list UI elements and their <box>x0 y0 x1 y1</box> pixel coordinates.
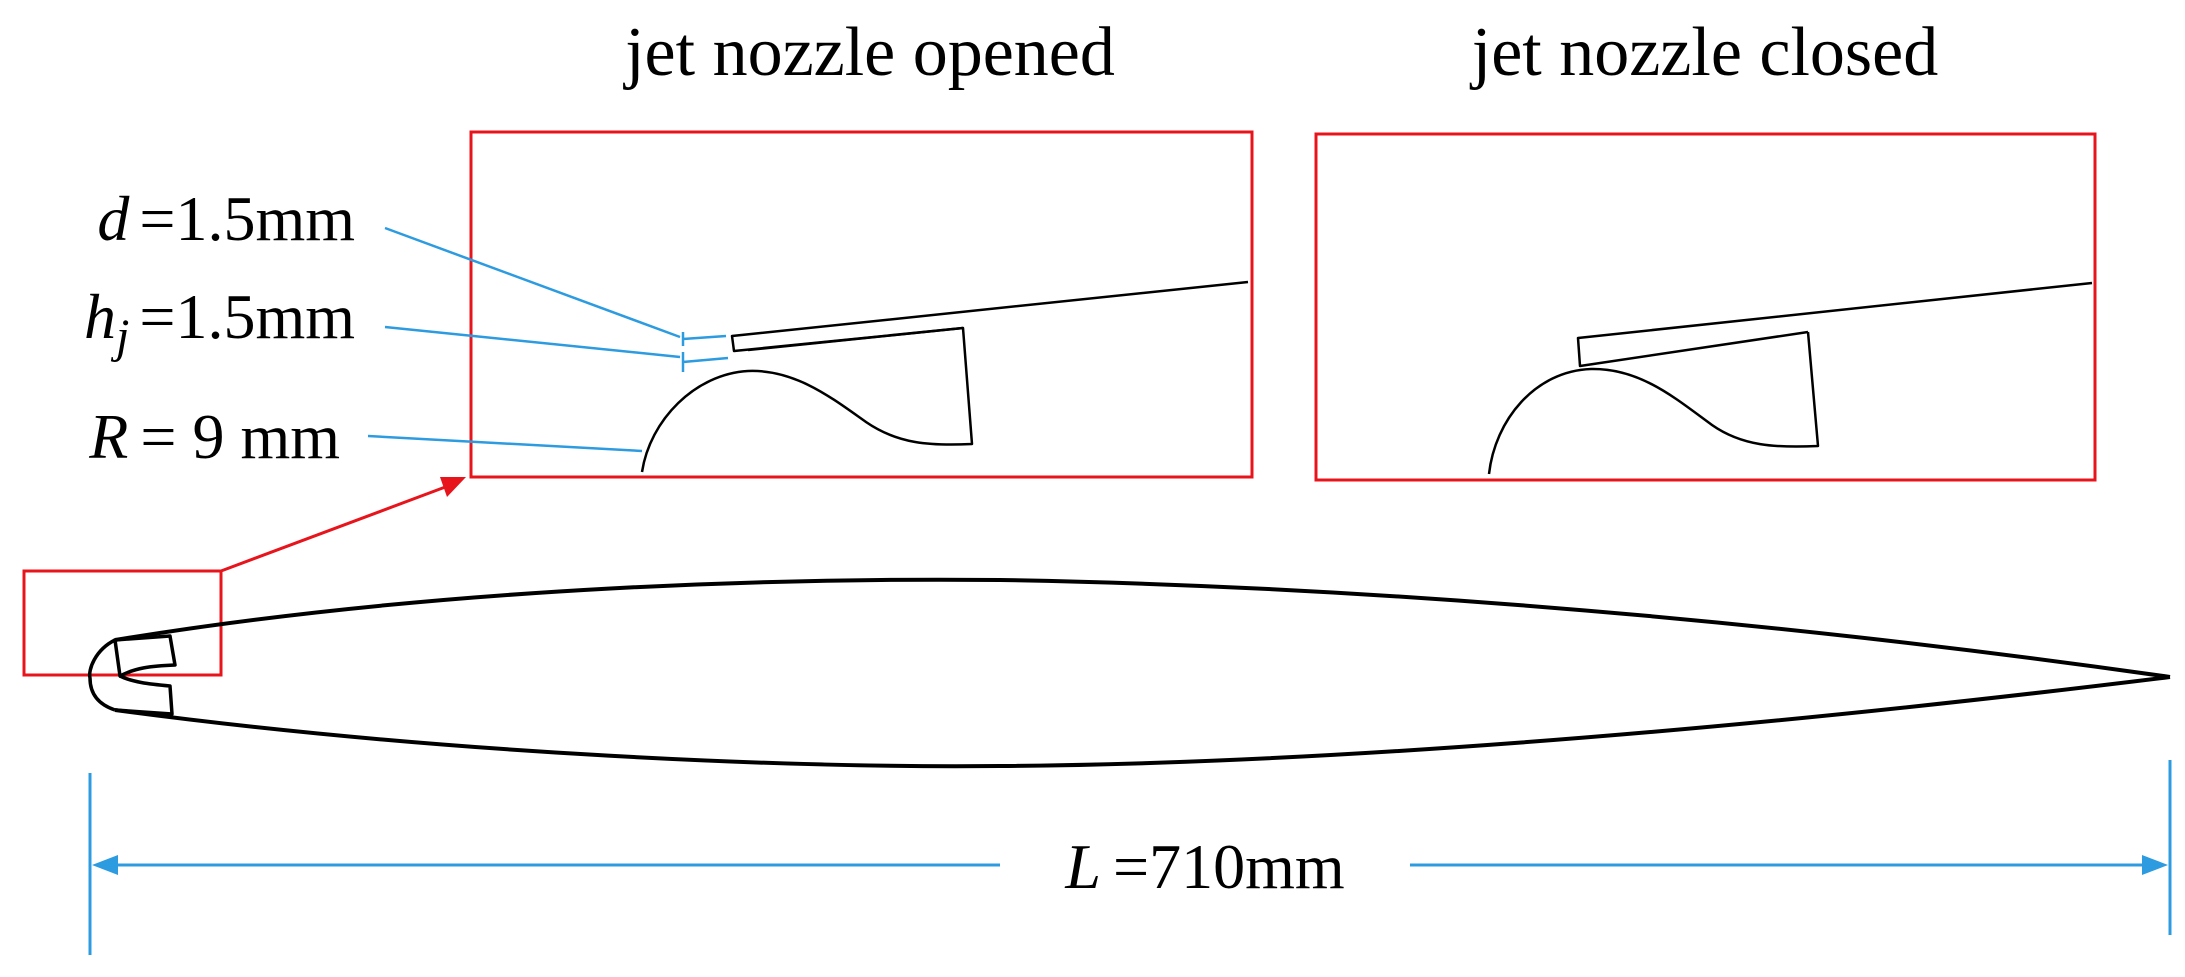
leading-edge-upper-cavity <box>113 634 177 678</box>
gap-marker-hj <box>681 352 729 372</box>
nozzle-closed-geometry <box>1487 281 2093 475</box>
foil-leading-edge <box>87 634 177 716</box>
callout-arrow-line <box>220 484 449 573</box>
label-L: L=710mm <box>1064 831 1344 902</box>
leader-R <box>367 434 643 453</box>
label-d-symbol: d <box>97 183 130 254</box>
foil-lower-surface <box>114 675 2171 769</box>
coanda-surface-closed <box>1487 331 1820 475</box>
gap-marker-d <box>681 332 727 346</box>
callout-arrowhead <box>440 477 466 497</box>
label-L-symbol: L <box>1064 831 1101 902</box>
title-opened: jet nozzle opened <box>622 14 1115 91</box>
label-d-value: =1.5mm <box>139 183 355 254</box>
nozzle-opened-geometry <box>640 280 1249 473</box>
label-R: R= 9 mm <box>88 401 340 472</box>
upper-jet-wall-closed <box>1576 281 2093 368</box>
label-L-value: =710mm <box>1113 831 1345 902</box>
label-hj: hj=1.5mm <box>84 281 355 363</box>
upper-jet-wall-opened <box>730 280 1249 353</box>
leader-d <box>384 226 681 339</box>
detail-box-closed <box>1314 132 2097 482</box>
title-closed: jet nozzle closed <box>1469 14 1938 91</box>
dimension-leaders <box>367 226 729 453</box>
length-dimension <box>88 760 2172 955</box>
foil-body <box>114 577 2171 769</box>
label-R-value: = 9 mm <box>140 401 340 472</box>
leading-edge-lower-cavity <box>114 674 174 716</box>
label-d: d=1.5mm <box>97 183 355 254</box>
label-hj-value: =1.5mm <box>139 281 355 352</box>
foil-upper-surface <box>114 577 2171 679</box>
leader-hj <box>384 325 681 359</box>
coanda-surface-opened <box>640 326 974 473</box>
detail-box-opened <box>469 130 1254 479</box>
leading-edge-nose <box>87 638 116 712</box>
leading-edge-callout-box <box>22 569 223 677</box>
length-arrowhead-left <box>92 855 118 875</box>
label-hj-symbol: h <box>84 281 116 352</box>
length-arrowhead-right <box>2142 855 2168 875</box>
label-R-symbol: R <box>88 401 128 472</box>
